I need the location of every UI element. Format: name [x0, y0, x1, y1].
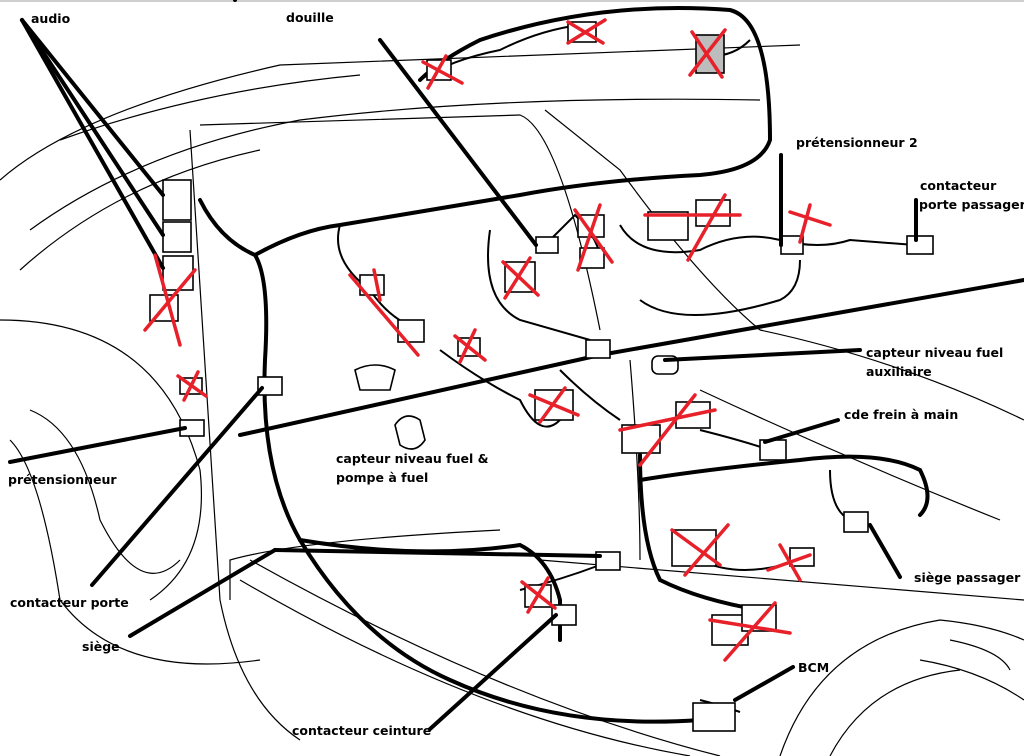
leader-douille: [378, 38, 538, 247]
connector-k: [585, 339, 611, 359]
fuel-sensor-body: [354, 364, 396, 391]
leader-lines: [8, 0, 918, 731]
contacteur-ceinture-connector: [551, 604, 577, 626]
cross-mark: [176, 370, 208, 402]
cross-mark: [348, 268, 420, 357]
label-siege-passager: siège passager: [914, 570, 1021, 585]
siege-passager-connector: [843, 511, 869, 533]
cross-mark: [143, 253, 197, 347]
label-pretensionneur: prétensionneur: [8, 472, 117, 487]
audio-connector-3: [162, 255, 194, 291]
leader-siege-1: [128, 548, 277, 638]
connector-n: [675, 401, 711, 429]
label-capteur-aux-line2: auxiliaire: [866, 364, 932, 379]
cross-mark: [501, 256, 540, 300]
leader-audio-2: [20, 18, 165, 237]
cross-mark: [788, 203, 832, 244]
label-contacteur-porte-passager-line2: porte passager: [919, 197, 1024, 212]
leader-bcm: [733, 665, 795, 702]
label-siege: siège: [82, 639, 120, 654]
label-audio: audio: [31, 11, 71, 26]
cross-mark: [618, 393, 717, 467]
bcm-connector: [692, 702, 736, 732]
cross-mark: [566, 18, 607, 45]
cross-mark: [643, 193, 742, 262]
connector-g: [695, 199, 731, 227]
main-harness: [198, 6, 1024, 724]
cross-mark: [528, 386, 580, 424]
label-bcm: BCM: [798, 660, 830, 675]
secondary-harness: [337, 24, 916, 713]
leader-pretensionneur: [8, 426, 187, 464]
contacteur-porte-passager-connector: [906, 235, 934, 255]
label-capteur-pompe-line2: pompe à fuel: [336, 470, 429, 485]
audio-connector-1: [162, 179, 192, 221]
leader-contacteur-porte: [90, 386, 264, 587]
cross-mark: [573, 203, 614, 272]
douille-connector: [535, 236, 559, 254]
leader-contacteur-ceinture: [428, 613, 558, 731]
label-contacteur-ceinture: contacteur ceinture: [292, 723, 432, 738]
label-capteur-pompe-line1: capteur niveau fuel &: [336, 451, 489, 466]
label-cde-frein: cde frein à main: [844, 407, 959, 422]
label-douille: douille: [286, 10, 334, 25]
leader-capteur-aux: [663, 348, 862, 362]
label-capteur-aux-line1: capteur niveau fuel: [866, 345, 1004, 360]
contacteur-porte-connector: [257, 376, 283, 396]
leader-audio-1: [20, 18, 165, 197]
top-border: [0, 0, 1024, 2]
leader-cde-frein: [763, 418, 840, 444]
removed-connector-marks: [143, 18, 832, 662]
cross-mark: [766, 543, 812, 582]
fuel-pump-connector: [394, 415, 426, 450]
cross-mark: [688, 28, 727, 79]
leader-audio-3: [20, 18, 165, 270]
cross-mark: [708, 601, 792, 662]
connector-e: [579, 247, 605, 269]
label-contacteur-porte-passager-line1: contacteur: [920, 178, 997, 193]
roof-connector-3: [695, 34, 725, 74]
leader-siege-passager: [868, 523, 902, 579]
siege-connector: [595, 551, 621, 571]
cross-mark: [520, 576, 557, 614]
label-contacteur-porte: contacteur porte: [10, 595, 129, 610]
connectors: [149, 21, 934, 732]
leader-siege-2: [273, 548, 602, 558]
audio-connector-2: [162, 221, 192, 253]
cross-mark: [453, 328, 487, 364]
label-pretensionneur-2: prétensionneur 2: [796, 135, 918, 150]
cross-mark: [670, 523, 730, 577]
cross-mark: [421, 54, 464, 90]
